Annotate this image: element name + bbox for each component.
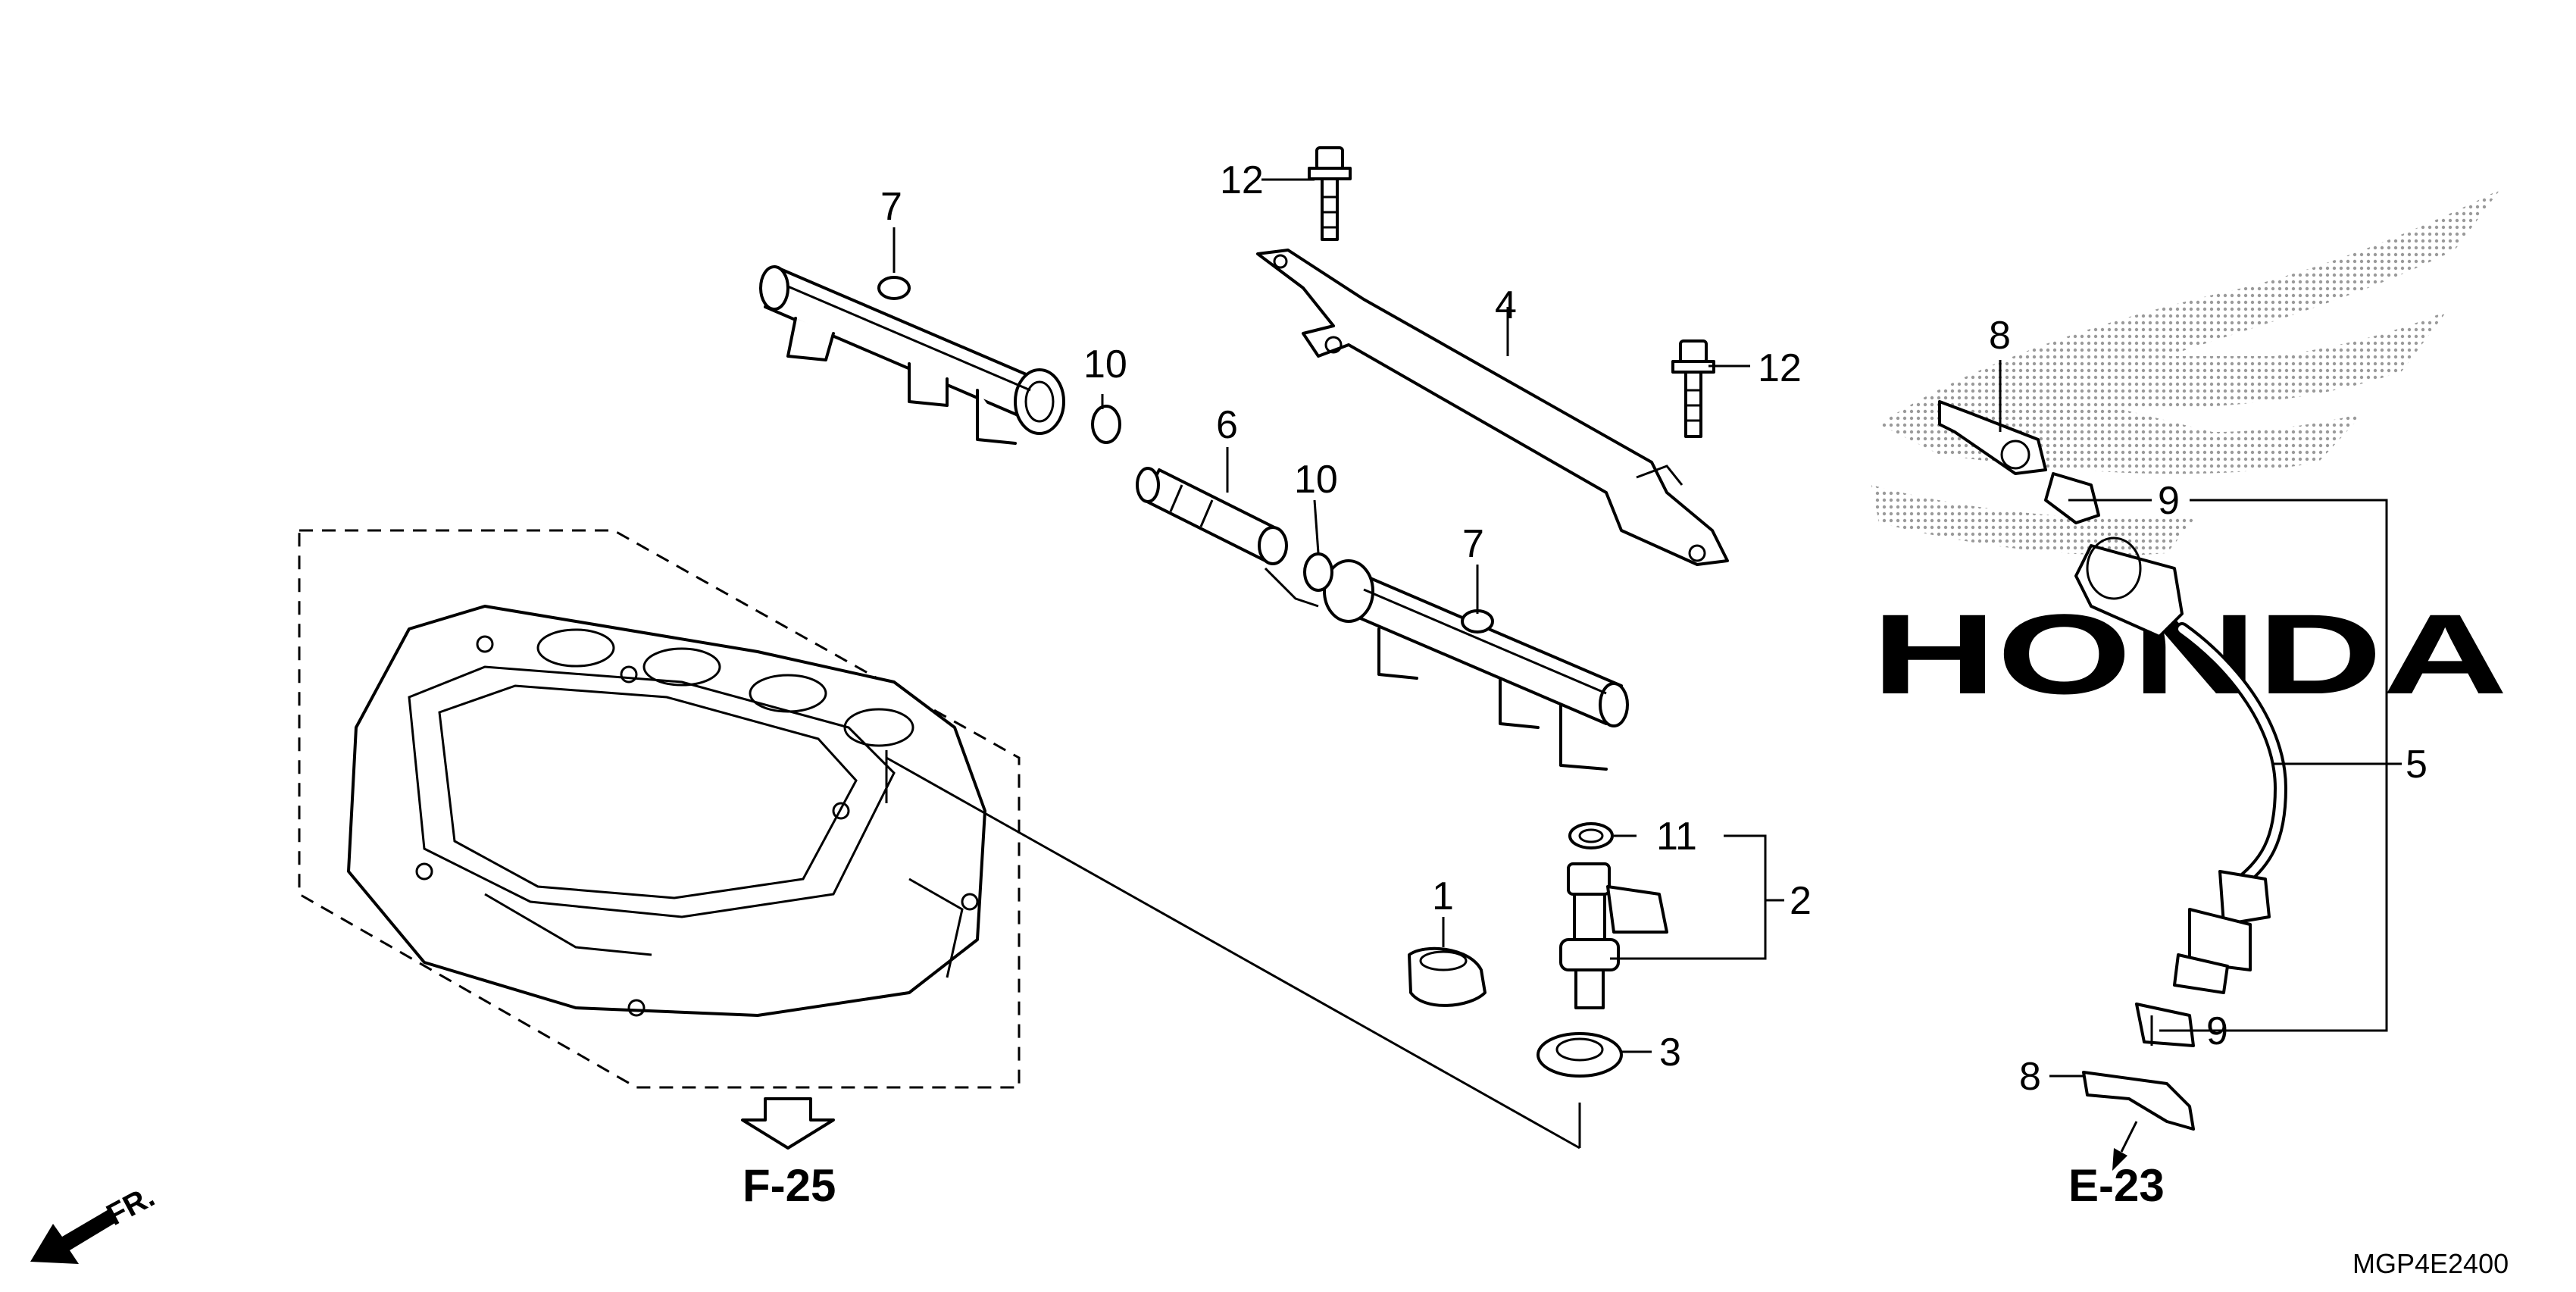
injector-sub-harness xyxy=(2074,537,2288,994)
bolt-lower xyxy=(1671,339,1715,438)
callout-c8a: 8 xyxy=(1989,314,2011,358)
callout-c7b: 7 xyxy=(1462,522,1484,566)
injector-seal xyxy=(1537,1032,1623,1078)
harness-clip-upper xyxy=(1938,400,2047,475)
honda-watermark-text: HONDA xyxy=(1871,590,2508,718)
ref-e23: E-23 xyxy=(2068,1121,2165,1211)
callout-c9a: 9 xyxy=(2158,479,2180,523)
injector-cushion xyxy=(1408,946,1487,1007)
front-direction-indicator: FR. xyxy=(30,1180,160,1264)
ref-f25: F-25 xyxy=(741,1097,836,1211)
callout-c10b: 10 xyxy=(1294,458,1338,502)
callout-c5: 5 xyxy=(2406,743,2428,787)
callout-c6: 6 xyxy=(1216,403,1238,447)
connector-clip-upper xyxy=(2044,472,2100,524)
harness-clip-lower xyxy=(2082,1071,2195,1131)
ref-e23-label: E-23 xyxy=(2068,1160,2165,1211)
fuel-rail-lower xyxy=(1323,559,1629,771)
joint-pipe xyxy=(1136,467,1319,608)
callout-c11: 11 xyxy=(1656,815,1697,859)
callout-c10a: 10 xyxy=(1083,343,1127,386)
callout-c4: 4 xyxy=(1495,283,1517,327)
throttle-body-assembly xyxy=(298,529,1581,1150)
callout-c12a: 12 xyxy=(1220,158,1264,202)
o-ring-lower xyxy=(1303,552,1333,592)
fuel-rail-holder xyxy=(1256,249,1729,566)
honda-wing-logo: HONDA xyxy=(1871,189,2508,718)
callout-c1: 1 xyxy=(1432,874,1454,918)
callout-c3: 3 xyxy=(1659,1031,1681,1075)
callout-c12b: 12 xyxy=(1758,346,1802,390)
callout-c8b: 8 xyxy=(2019,1055,2041,1099)
callout-c9b: 9 xyxy=(2206,1009,2228,1053)
bolt-upper xyxy=(1308,146,1352,241)
fuel-rail-upper xyxy=(759,265,1065,445)
callout-labels: 7 10 6 10 7 12 12 4 8 9 5 11 2 1 3 9 8 xyxy=(880,158,2428,1099)
diagram-code: MGP4E2400 xyxy=(2352,1248,2509,1279)
ref-f25-label: F-25 xyxy=(742,1160,836,1211)
connector-clip-lower xyxy=(2135,1003,2195,1047)
callout-c2: 2 xyxy=(1790,879,1812,923)
seal-ring xyxy=(1568,822,1614,849)
leader-lines xyxy=(893,178,2402,1078)
fuel-injector xyxy=(1559,862,1668,1009)
callout-c7a: 7 xyxy=(880,185,902,229)
o-ring-upper xyxy=(1091,405,1121,444)
